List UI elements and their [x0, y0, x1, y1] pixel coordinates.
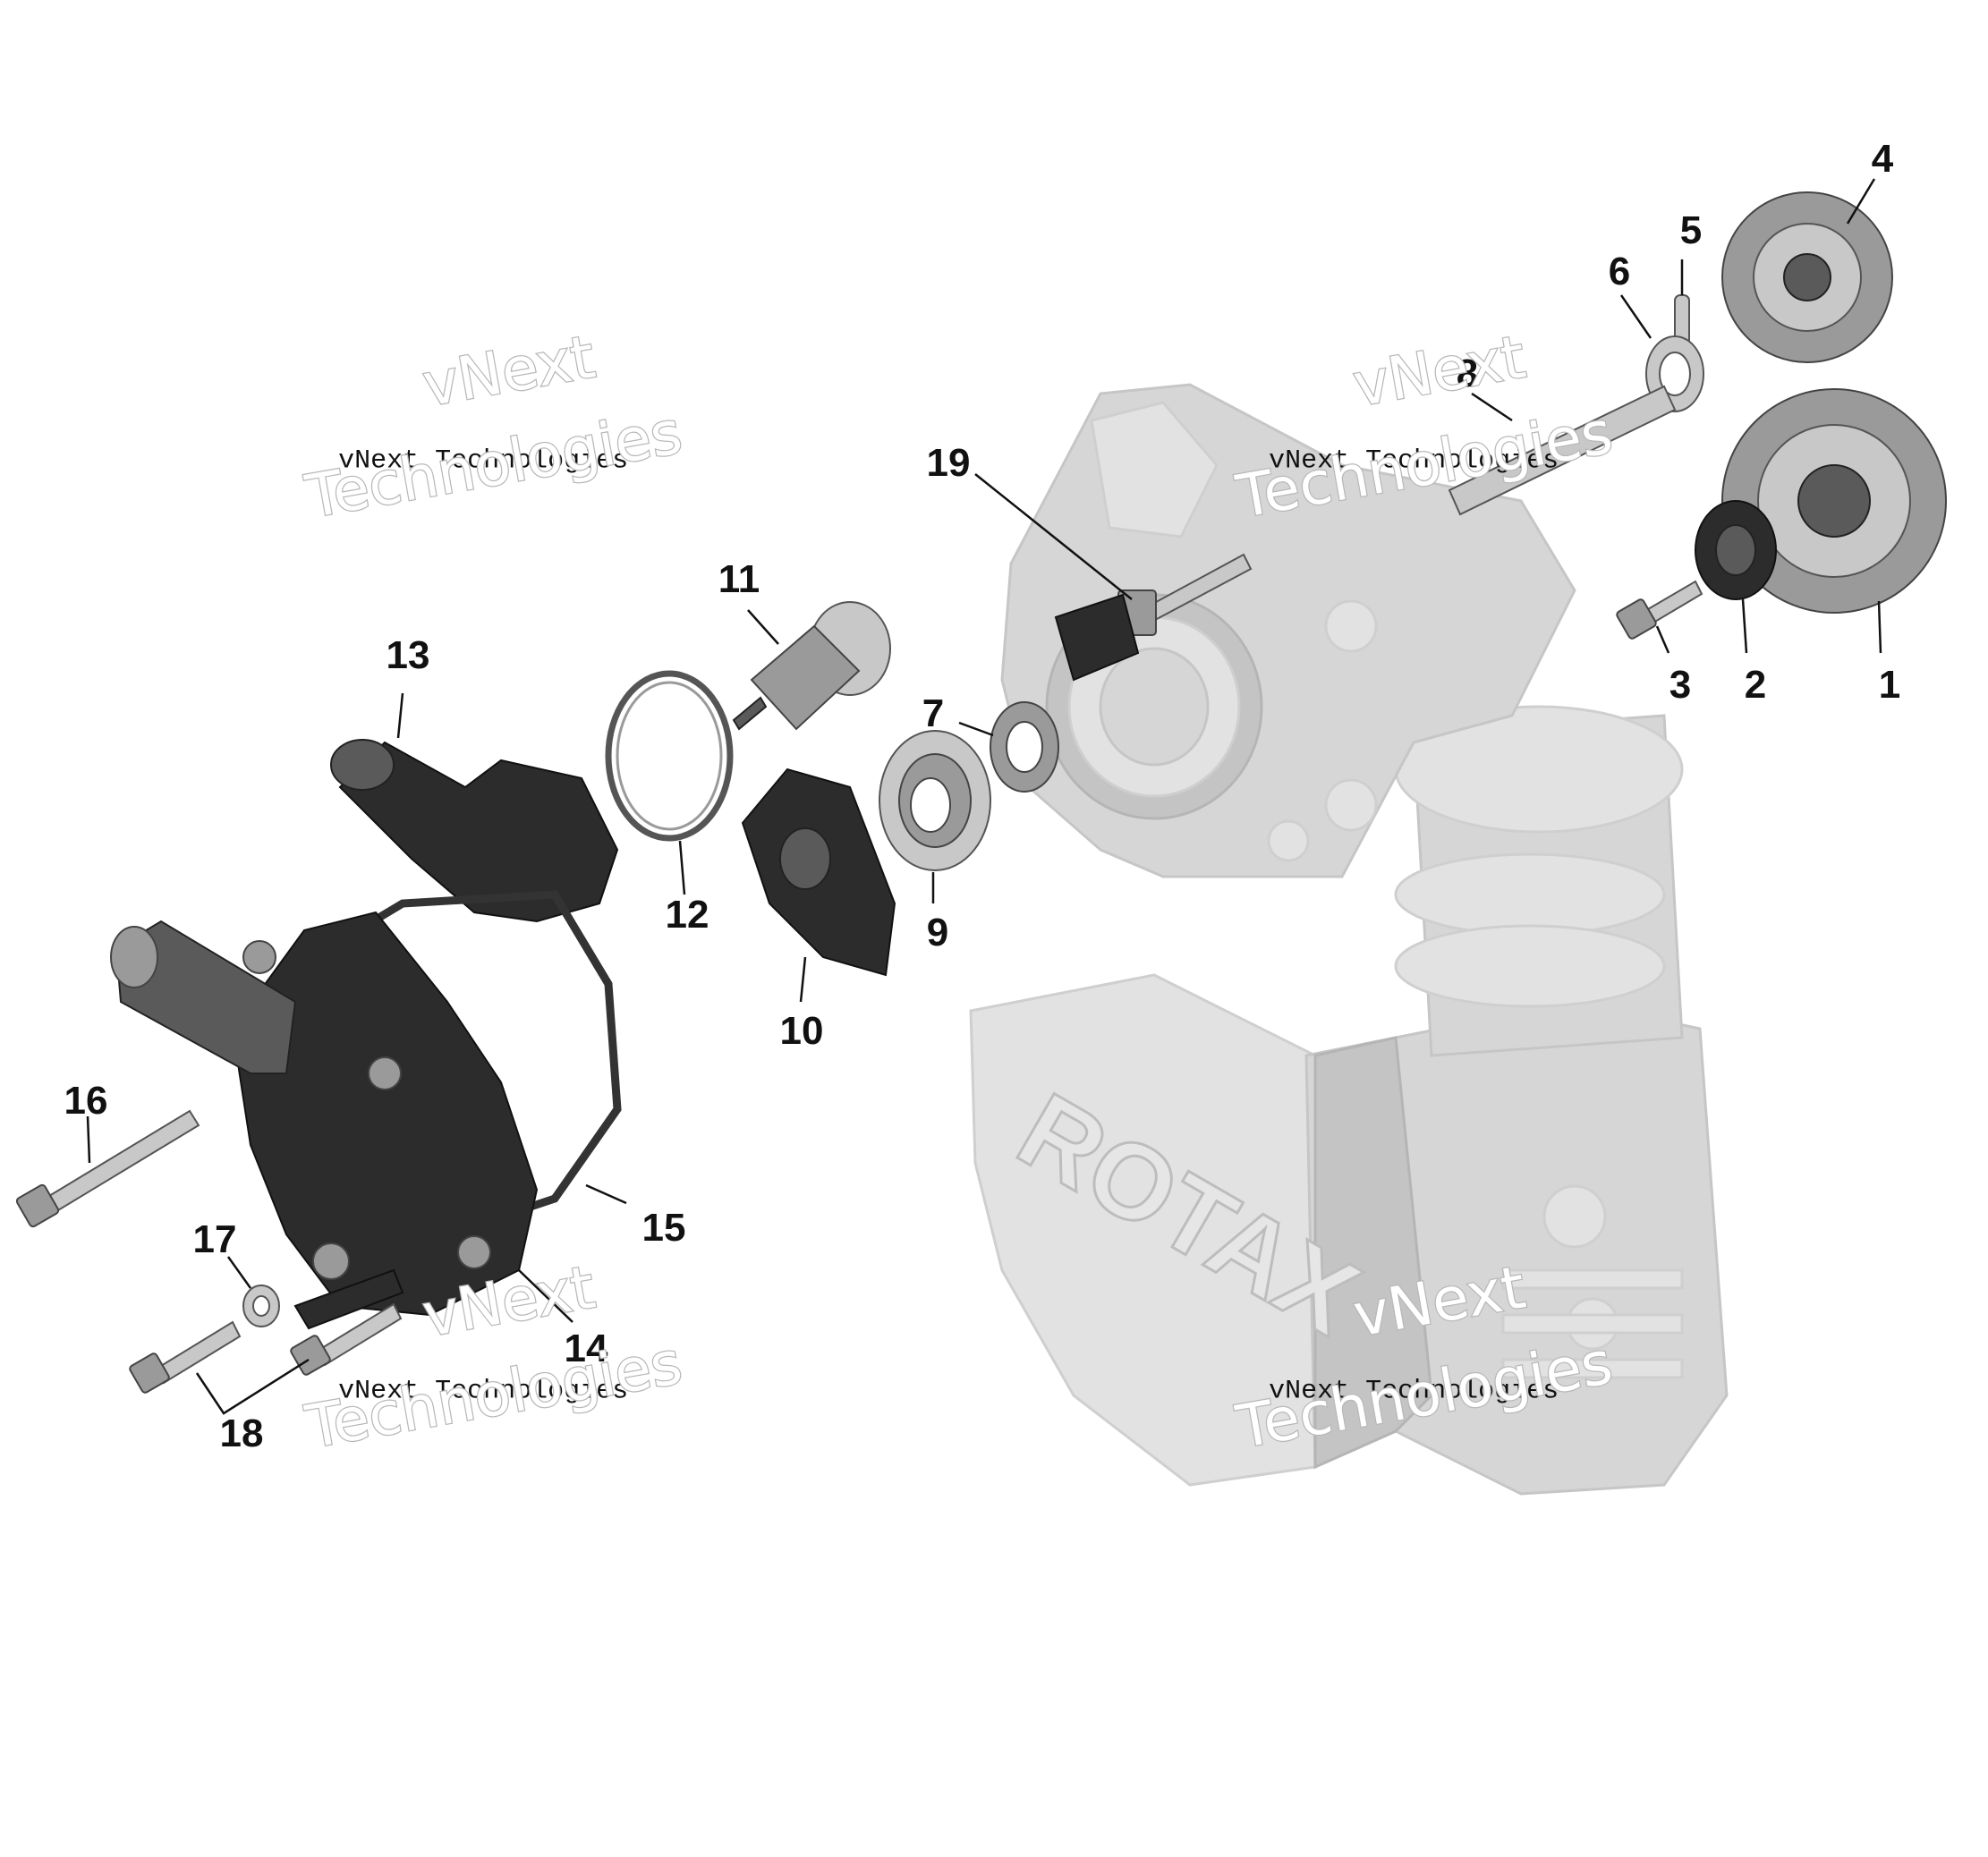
- callout-19[interactable]: 19: [927, 441, 971, 485]
- watermark-big-line-2: Technologies: [301, 1328, 687, 1463]
- callout-2[interactable]: 2: [1745, 663, 1766, 707]
- impeller-part[interactable]: [741, 767, 896, 977]
- watermark-small-line: vNext Technologies: [1269, 445, 1559, 476]
- water-pump-housing-part[interactable]: [110, 911, 539, 1330]
- housing-gasket-part[interactable]: [355, 890, 622, 1221]
- callout-5[interactable]: 5: [1680, 208, 1702, 252]
- seal-ring-part[interactable]: [990, 701, 1059, 793]
- callout-17[interactable]: 17: [193, 1217, 237, 1261]
- watermark-big-line-1: vNext: [418, 322, 599, 420]
- elbow-fitting-part[interactable]: [330, 739, 619, 923]
- engine-block-ghost: ROTAX: [969, 383, 1729, 1496]
- callout-13[interactable]: 13: [387, 633, 430, 677]
- callout-12[interactable]: 12: [666, 893, 709, 937]
- short-bolt-part[interactable]: [129, 1320, 242, 1394]
- gear-bolt-part[interactable]: [1616, 580, 1703, 640]
- callout-6[interactable]: 6: [1609, 250, 1630, 293]
- watermark-small-line: vNext Technologies: [1269, 1376, 1559, 1406]
- callout-7[interactable]: 7: [922, 691, 944, 735]
- callout-4[interactable]: 4: [1872, 137, 1894, 181]
- callout-10[interactable]: 10: [780, 1009, 824, 1053]
- long-bolt-part[interactable]: [15, 1109, 200, 1228]
- callout-9[interactable]: 9: [927, 911, 948, 954]
- watermark-big-line-1: vNext: [1348, 322, 1530, 420]
- callout-labels: 1 2 3 4 5 6 7 8 9 10 11 12 13 14 15 16 1…: [64, 137, 1901, 1455]
- callout-11[interactable]: 11: [718, 557, 760, 601]
- callout-15[interactable]: 15: [642, 1206, 686, 1250]
- temperature-sensor-part[interactable]: [1054, 553, 1253, 682]
- callout-18[interactable]: 18: [220, 1412, 264, 1455]
- pump-shaft-part[interactable]: [1448, 385, 1677, 516]
- watermark-top-left: vNext vNext Technologies Technologies: [300, 321, 688, 533]
- leader-lines: [86, 178, 1882, 1415]
- callout-14[interactable]: 14: [565, 1327, 608, 1370]
- callout-16[interactable]: 16: [64, 1079, 108, 1123]
- watermark-big-line-2: Technologies: [301, 398, 687, 532]
- mechanical-seal-part[interactable]: [879, 730, 991, 871]
- large-gear-part[interactable]: [1721, 388, 1947, 614]
- small-gear-part[interactable]: [1721, 191, 1893, 363]
- thermostat-part[interactable]: [732, 601, 891, 731]
- watermark-top-right: vNext vNext Technologies Technologies: [1230, 321, 1618, 533]
- small-washer-part[interactable]: [242, 1285, 280, 1327]
- callout-1[interactable]: 1: [1879, 663, 1900, 707]
- callout-8[interactable]: 8: [1457, 352, 1478, 395]
- callout-3[interactable]: 3: [1669, 663, 1691, 707]
- o-ring-part[interactable]: [605, 670, 734, 842]
- watermark-small-line: vNext Technologies: [338, 445, 628, 476]
- oil-seal-part[interactable]: [1695, 500, 1777, 600]
- watermark-small-line: vNext Technologies: [338, 1376, 628, 1406]
